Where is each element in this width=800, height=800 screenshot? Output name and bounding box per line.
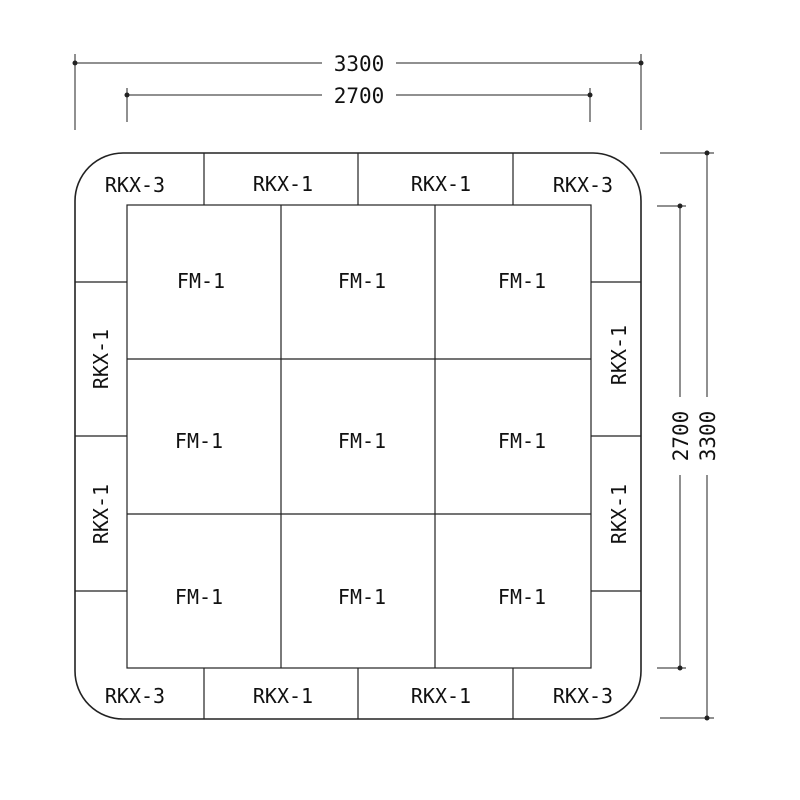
edge-panel-label-right: RKX-1 [607, 325, 631, 385]
right-outer-dimension-label: 3300 [696, 411, 720, 462]
edge-panel-label-top: RKX-1 [253, 172, 313, 196]
corner-panel-label-top-left: RKX-3 [105, 173, 165, 197]
center-panel-label: FM-1 [498, 429, 546, 453]
corner-panel-label-top-right: RKX-3 [553, 173, 613, 197]
edge-panel-label-left: RKX-1 [89, 484, 113, 544]
center-panel-label: FM-1 [338, 585, 386, 609]
edge-panel-label-bottom: RKX-1 [411, 684, 471, 708]
edge-panel-label-top: RKX-1 [411, 172, 471, 196]
top-dimension-outer: 3300 [72, 52, 644, 130]
top-inner-dimension-label: 2700 [334, 84, 385, 108]
right-inner-dimension-label: 2700 [669, 411, 693, 462]
edge-panel-label-right: RKX-1 [607, 484, 631, 544]
center-panel-label: FM-1 [498, 585, 546, 609]
center-panel-label: FM-1 [177, 269, 225, 293]
edge-panel-label-bottom: RKX-1 [253, 684, 313, 708]
corner-panel-label-bottom-left: RKX-3 [105, 684, 165, 708]
right-dimension-inner: 2700 [657, 203, 693, 671]
right-dimension-outer: 3300 [660, 150, 720, 721]
center-panel-label: FM-1 [338, 269, 386, 293]
center-panel-label: FM-1 [498, 269, 546, 293]
center-panel-label: FM-1 [338, 429, 386, 453]
edge-panel-label-left: RKX-1 [89, 329, 113, 389]
center-panel-label: FM-1 [175, 429, 223, 453]
top-outer-dimension-label: 3300 [334, 52, 385, 76]
center-panel-label: FM-1 [175, 585, 223, 609]
corner-panel-label-bottom-right: RKX-3 [553, 684, 613, 708]
top-dimension-inner: 2700 [124, 84, 593, 122]
